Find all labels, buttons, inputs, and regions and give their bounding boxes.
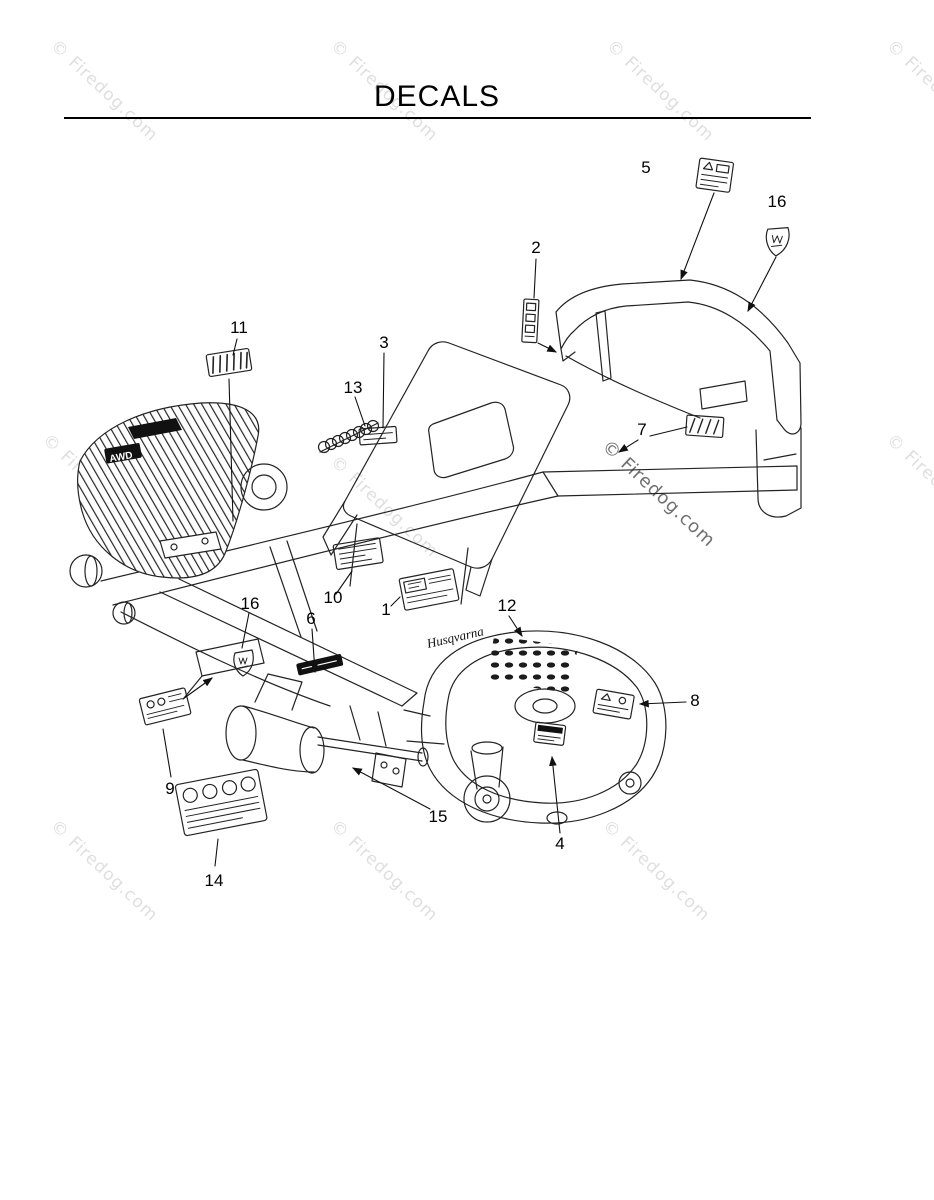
hood-assembly: AWD — [76, 402, 288, 579]
frame-model-label — [296, 654, 344, 676]
decal-5 — [695, 157, 735, 193]
ribbed-conduit — [317, 419, 380, 454]
decal-8 — [592, 688, 635, 720]
callout-4: 4 — [555, 834, 565, 853]
decal-16-mid — [233, 649, 254, 677]
decal-10 — [332, 537, 384, 571]
callout-10: 10 — [323, 588, 343, 607]
decal-7 — [685, 414, 725, 439]
decal-11 — [205, 347, 253, 378]
callout-2: 2 — [531, 238, 541, 257]
decal-9 — [138, 687, 192, 726]
decal-16-top — [765, 227, 790, 257]
leader-lines — [162, 192, 777, 867]
decal-4 — [533, 721, 567, 746]
callout-1: 1 — [381, 600, 391, 619]
decal-3 — [358, 425, 398, 446]
callout-3: 3 — [379, 333, 389, 352]
callout-12: 12 — [497, 596, 517, 615]
hood-decal-text: AWD — [109, 450, 134, 465]
decal-2 — [521, 298, 540, 344]
callout-7: 7 — [637, 420, 647, 439]
decal-14 — [174, 768, 268, 837]
brand-script: Husqvarna — [424, 623, 485, 651]
callout-15: 15 — [428, 807, 448, 826]
callout-14: 14 — [204, 871, 224, 890]
callout-16-top: 16 — [767, 192, 787, 211]
callout-16-mid: 16 — [240, 594, 260, 613]
decal-1 — [398, 568, 460, 611]
callout-6: 6 — [306, 609, 316, 628]
callout-11: 11 — [230, 318, 248, 337]
callout-9: 9 — [165, 779, 175, 798]
left-bracket — [183, 638, 265, 699]
rear-fender-assembly — [555, 279, 802, 518]
callout-8: 8 — [690, 691, 700, 710]
title-underline — [64, 117, 811, 119]
roller-assembly — [225, 673, 429, 788]
page-title: DECALS — [373, 80, 501, 113]
frame — [69, 465, 798, 707]
seat-plate — [322, 341, 571, 597]
mower-deck — [403, 630, 667, 825]
callout-13: 13 — [343, 378, 363, 397]
callout-5: 5 — [641, 158, 651, 177]
